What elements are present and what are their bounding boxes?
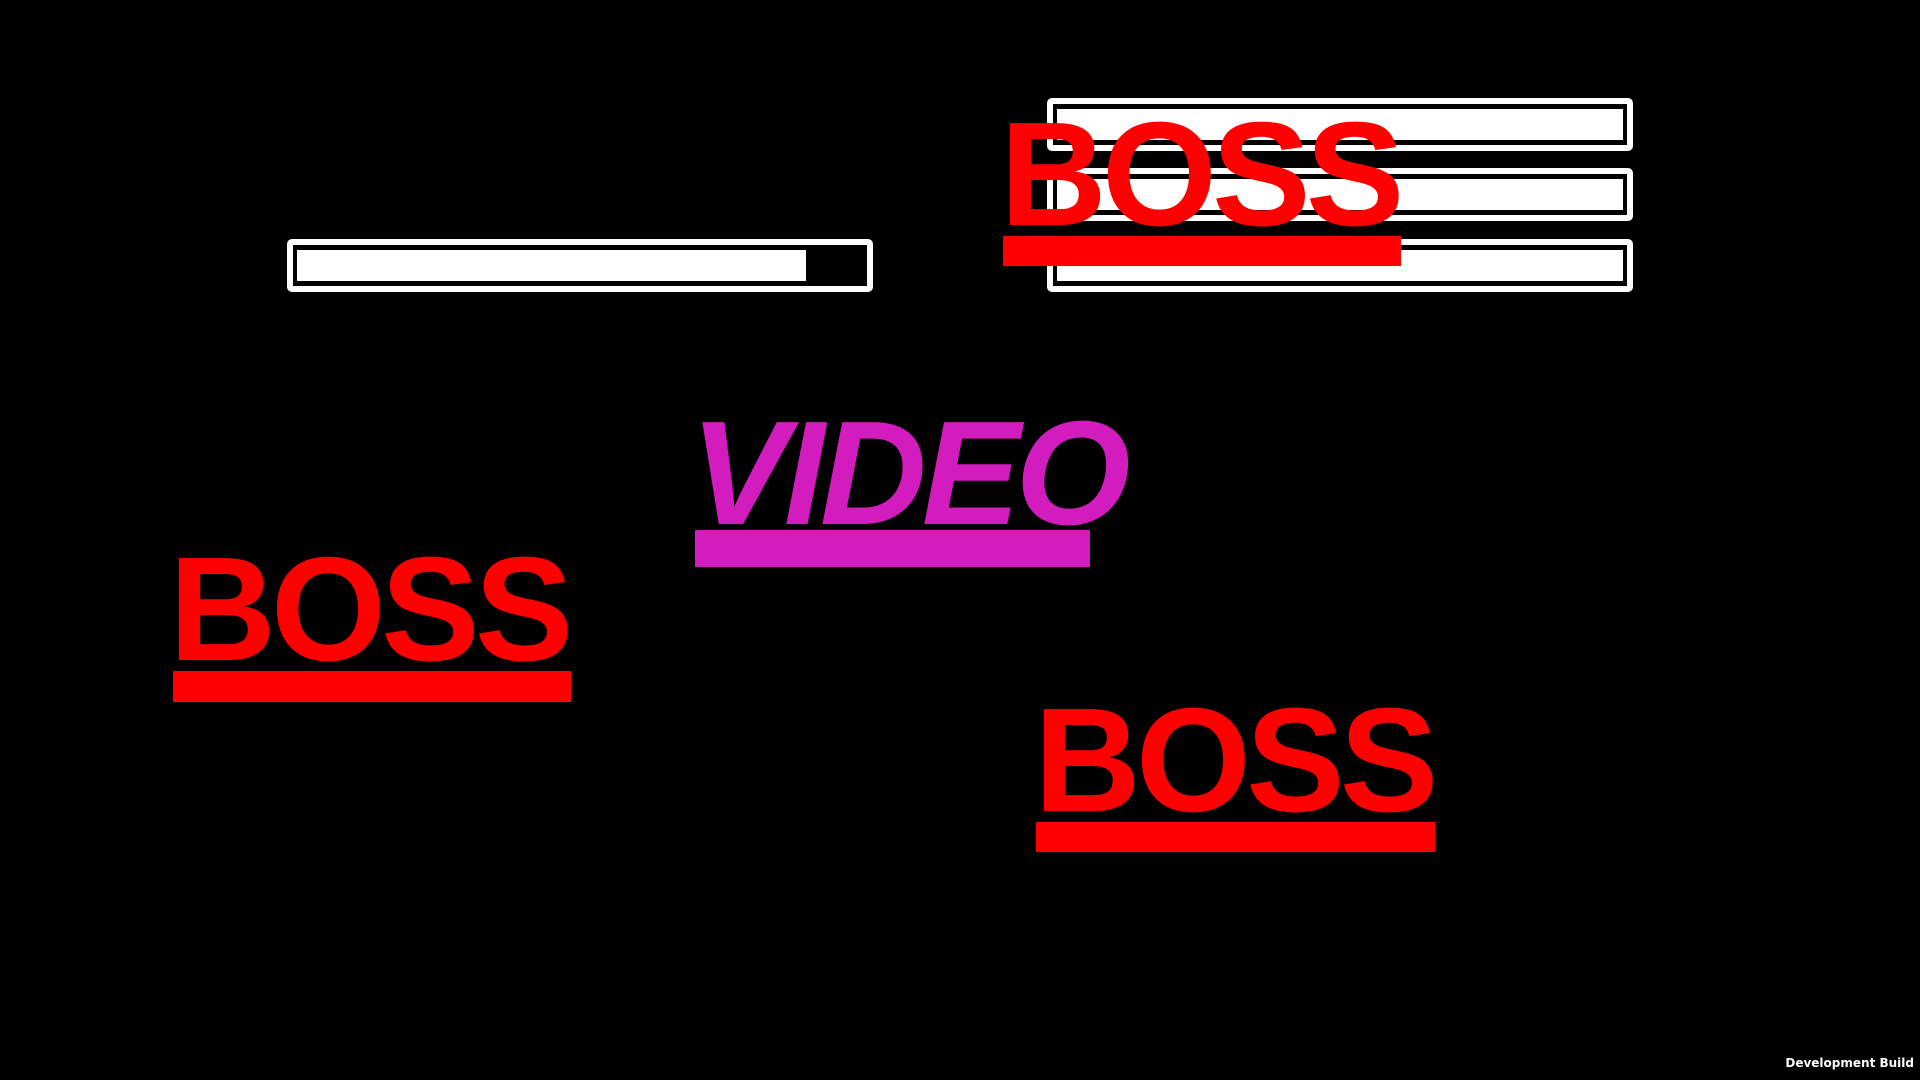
video-underline [695,530,1090,567]
boss-label-bottom: BOSS [1034,678,1438,843]
boss-underline-left [173,671,571,702]
player-health-fill [297,250,807,281]
boss-health-bar-1 [1047,98,1633,151]
boss-underline-bottom [1036,822,1435,852]
video-label: VIDEO [690,391,1131,556]
boss-health-bar-2 [1047,168,1633,221]
boss-label-left: BOSS [169,527,573,692]
boss-label-top: BOSS [1000,92,1404,257]
boss-underline-top [1003,236,1401,266]
boss-health-fill-2 [1057,179,1623,210]
player-health-bar [287,239,873,292]
boss-health-fill-1 [1057,109,1623,140]
development-build-label: Development Build [1785,1056,1914,1070]
